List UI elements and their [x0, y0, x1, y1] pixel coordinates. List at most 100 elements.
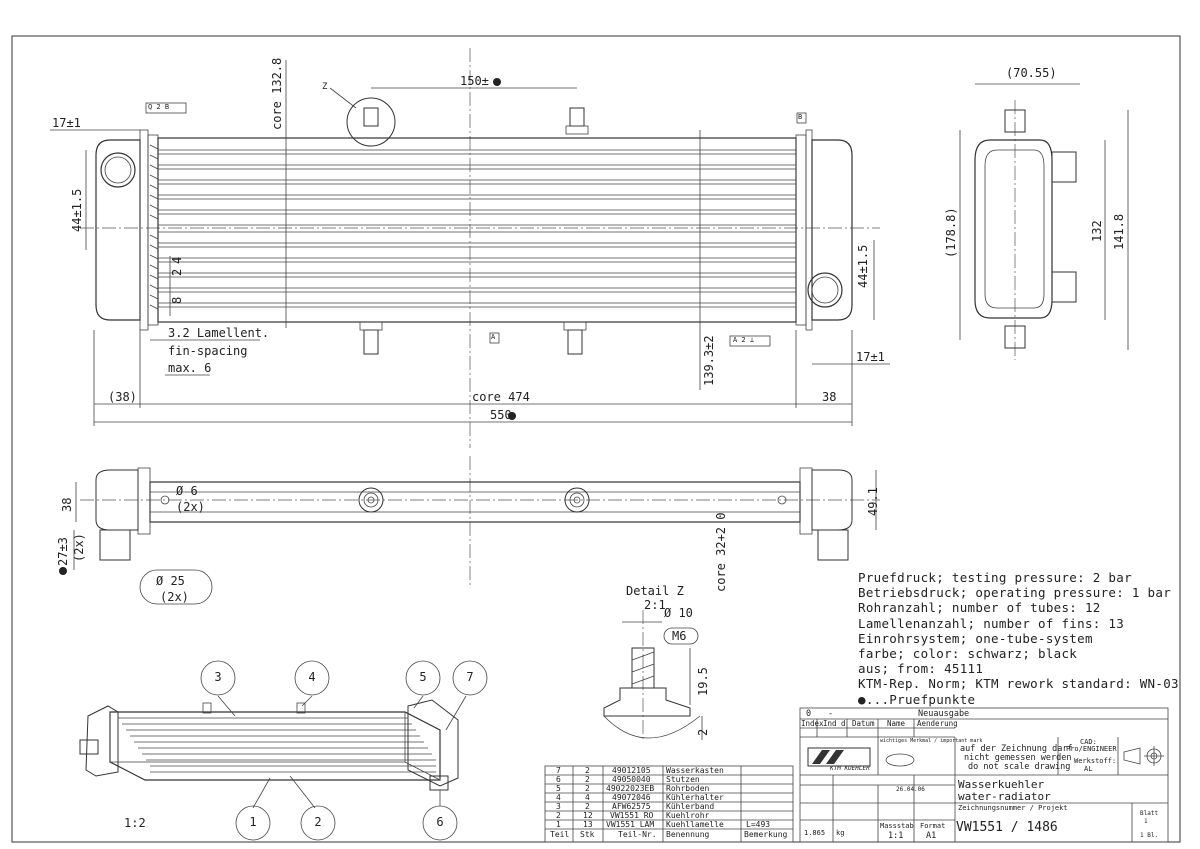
note-line: farbe; color: schwarz; black: [858, 646, 1078, 662]
balloon-7: 7: [466, 670, 474, 684]
tol-q: Q 2 B: [148, 103, 170, 111]
bom-cell: 3: [556, 802, 561, 811]
sheet-label: Blatt: [1140, 810, 1159, 817]
note-line: Lamellenanzahl; number of fins: 13: [858, 615, 1125, 631]
fin-max-label: max. 6: [168, 361, 212, 375]
note-line: Betriebsdruck; operating pressure: 1 bar: [858, 585, 1172, 601]
dim-44-left: 44±1.5: [70, 188, 84, 232]
dim-dia25-n: (2x): [160, 590, 189, 604]
side-dim-178: (178.8): [944, 207, 958, 258]
bom-cell: 5: [556, 784, 561, 793]
note-line: Pruefdruck; testing pressure: 2 bar: [858, 570, 1132, 585]
dim-dia6-n: (2x): [176, 500, 205, 514]
balloon-6: 6: [436, 815, 444, 829]
scale-note-2: nicht gemessen werden: [964, 753, 1072, 763]
drawing-no-label: Zeichnungsnummer / Projekt: [958, 804, 1068, 812]
bom-cell: 2: [585, 766, 590, 775]
title-de: Wasserkuehler: [958, 778, 1045, 791]
side-dim-141: 141.8: [1112, 213, 1126, 250]
balloon-5: 5: [419, 670, 427, 684]
scale-note-3: do not scale drawing: [968, 762, 1071, 772]
side-view: [959, 83, 1129, 360]
note-line: KTM-Rep. Norm; KTM rework standard: WN-0…: [858, 676, 1179, 692]
weight-unit: kg: [836, 829, 845, 837]
fin-label: 3.2 Lamellent.: [168, 326, 270, 340]
bom-cell: 2: [585, 802, 590, 811]
bom-cell: 13: [583, 820, 593, 829]
note-line: Rohranzahl; number of tubes: 12: [858, 600, 1101, 616]
dim-139: 139.3±2: [702, 335, 716, 386]
side-dim-132: 132: [1090, 220, 1104, 242]
bom-cell: 49022023EB: [606, 784, 655, 793]
important-mark-symbol: [885, 753, 915, 767]
dim-27: 27±3: [56, 537, 70, 566]
cad-label: CAD:: [1080, 738, 1097, 746]
note-line: Einrohrsystem; one-tube-system: [858, 630, 1093, 646]
bom-cell: 2: [585, 775, 590, 784]
note-line: ●...Pruefpunkte: [858, 691, 976, 707]
detail-title: Detail Z: [626, 584, 684, 598]
bom-cell: 4: [585, 793, 590, 802]
datum-b: B: [798, 113, 803, 121]
title-block-lines: [799, 707, 1169, 843]
date-value: 26.04.06: [896, 786, 925, 793]
notes-block: Pruefdruck; testing pressure: 2 bar Betr…: [858, 570, 1179, 707]
rev-header-change: Aenderung: [917, 719, 958, 728]
dim-38-right: 38: [822, 390, 837, 404]
bom-cell: 12: [583, 811, 593, 820]
note-line: aus; from: 45111: [858, 661, 984, 677]
detail-scale: 2:1: [644, 598, 666, 612]
dim-17-left: 17±1: [52, 116, 81, 130]
sheet-of: 1 Bl.: [1140, 832, 1159, 839]
drawing-frame: [11, 35, 1181, 843]
checkpoint-dot-icon: ●: [858, 691, 866, 707]
fin-spacing-label: fin-spacing: [168, 344, 248, 358]
isometric-view: [79, 660, 488, 841]
cad-value: Pro/ENGINEER: [1066, 745, 1117, 753]
bom-header: Teil-Nr.: [618, 830, 657, 839]
material-value: AL: [1084, 765, 1093, 773]
scale-note-1: auf der Zeichnung darf: [960, 744, 1073, 754]
rev-text: Neuausgabe: [918, 709, 970, 719]
dim-44-right: 44±1.5: [856, 244, 870, 288]
dim-core-132: core 132.8: [270, 57, 284, 130]
balloon-1: 1: [249, 815, 257, 829]
tol-a: A 2 ⊥: [733, 336, 755, 344]
datum-a: A: [491, 333, 496, 341]
bom-cell: AFW62575: [612, 802, 651, 811]
bottom-dim-38: 38: [60, 497, 74, 512]
dim-150: 150±: [460, 74, 489, 88]
balloon-3: 3: [214, 670, 222, 684]
tube-lines: [158, 149, 796, 308]
bom-cell: Wasserkasten: [666, 766, 724, 775]
logo-text: KTM KUEHLER: [830, 765, 870, 772]
dim-17-right: 17±1: [856, 350, 885, 364]
bom-table-lines: [544, 765, 794, 843]
bom-cell: 1: [556, 820, 561, 829]
detail-z: [603, 610, 703, 740]
bom-cell: 2: [556, 811, 561, 820]
detail-m6: M6: [672, 629, 687, 643]
dim-550: 550: [490, 408, 512, 422]
rev-ind: -: [828, 709, 834, 719]
bom-cell: Stutzen: [666, 775, 700, 784]
dim-49: 49.1: [866, 487, 880, 516]
bom-cell: Kuehllamelle: [666, 820, 724, 829]
z-label: Z: [322, 82, 328, 92]
scale-value: 1:1: [888, 831, 904, 841]
bom-cell: 49072046: [612, 793, 651, 802]
drawing-no: VW1551 / 1486: [956, 820, 1058, 835]
dim-4: 4: [170, 256, 184, 264]
bom-cell: 4: [556, 793, 561, 802]
bom-cell: VW1551_RO: [610, 811, 654, 820]
bom-header: Bemerkung: [744, 830, 788, 839]
bom-cell: Kuehlrohr: [666, 811, 710, 820]
bom-cell: Rohrboden: [666, 784, 710, 793]
bom-cell: Kühlerhalter: [666, 793, 724, 802]
bom-header: Teil: [550, 830, 570, 839]
bom-cell: Kühlerband: [666, 802, 715, 811]
bom-cell: 49050040: [612, 775, 651, 784]
important-mark-label: wichtiges Merkmal / important mark: [880, 738, 983, 744]
bom-cell: 7: [556, 766, 561, 775]
rev-header-ind: Ind d: [823, 719, 846, 728]
